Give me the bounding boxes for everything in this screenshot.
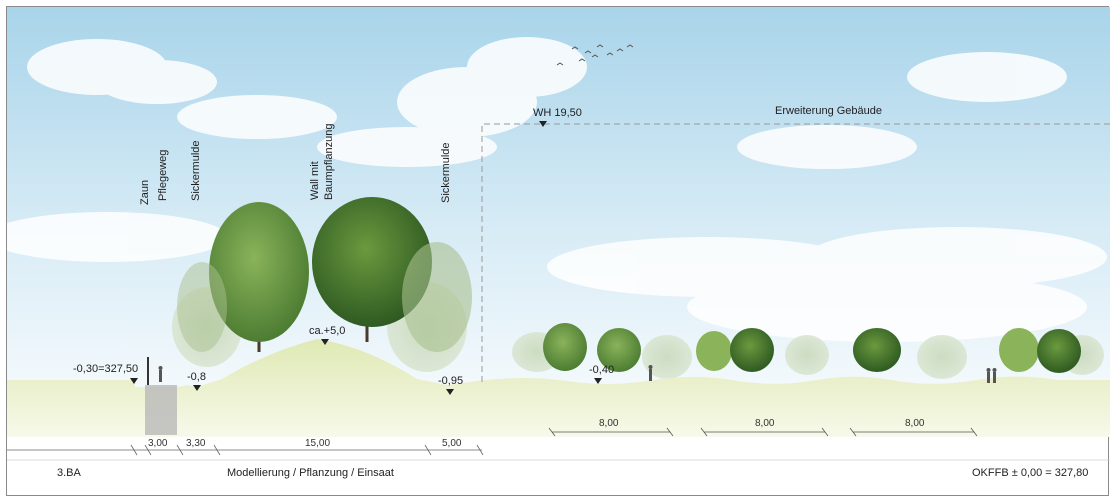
level-ground-right: -0,40	[589, 364, 615, 376]
level-mulde-right: -0,95	[438, 375, 464, 387]
right-trees	[543, 323, 1081, 373]
spacing-dimensions	[548, 427, 978, 437]
level-wall-top: ca.+5,0	[309, 325, 346, 337]
phase-label: 3.BA	[57, 467, 81, 479]
people	[158, 365, 997, 383]
label-pflegeweg: Pflegeweg	[157, 149, 169, 201]
dimension-wall: 15,00	[305, 438, 331, 449]
level-marker-start	[130, 378, 138, 384]
dimension-sickermulde-left: 3,30	[186, 438, 206, 449]
birds	[556, 44, 634, 66]
label-sickermulde-right: Sickermulde	[440, 142, 452, 203]
label-erweiterung-gebaeude: Erweiterung Gebäude	[775, 105, 883, 117]
section-drawing-frame: Zaun Pflegeweg Sickermulde Wall mit Baum…	[6, 6, 1110, 496]
dimension-tree-spacing-1: 8,00	[599, 418, 619, 429]
level-marker-mulde-right	[446, 389, 454, 395]
level-start: -0,30=327,50	[73, 363, 139, 375]
level-marker-wh	[539, 121, 547, 127]
landscape-section	[7, 7, 1110, 461]
dimension-sickermulde-right: 5,00	[442, 438, 462, 449]
level-mulde-left: -0,8	[187, 371, 206, 383]
okffb-reference: OKFFB ± 0,00 = 327,80	[972, 467, 1089, 479]
building-outline	[481, 123, 1110, 382]
dimension-ticks	[130, 444, 484, 456]
label-sickermulde-left: Sickermulde	[190, 140, 202, 201]
level-marker-wall-top	[321, 339, 329, 345]
dimension-tree-spacing-2: 8,00	[755, 418, 775, 429]
dimension-tree-spacing-3: 8,00	[905, 418, 925, 429]
wall-trees	[177, 197, 472, 352]
label-wall-line1: Wall mit	[309, 161, 321, 200]
level-marker-ground-right	[594, 378, 602, 384]
label-wall-line2: Baumpflanzung	[323, 123, 335, 200]
dimension-pflegeweg: 3,00	[148, 438, 168, 449]
clouds	[7, 37, 1107, 342]
level-marker-mulde-left	[193, 385, 201, 391]
label-zaun: Zaun	[139, 179, 151, 205]
label-wh: WH 19,50	[533, 107, 582, 119]
ground-section	[7, 339, 1110, 437]
caption: Modellierung / Pflanzung / Einsaat	[227, 467, 394, 479]
pflegeweg-strip	[145, 385, 177, 435]
